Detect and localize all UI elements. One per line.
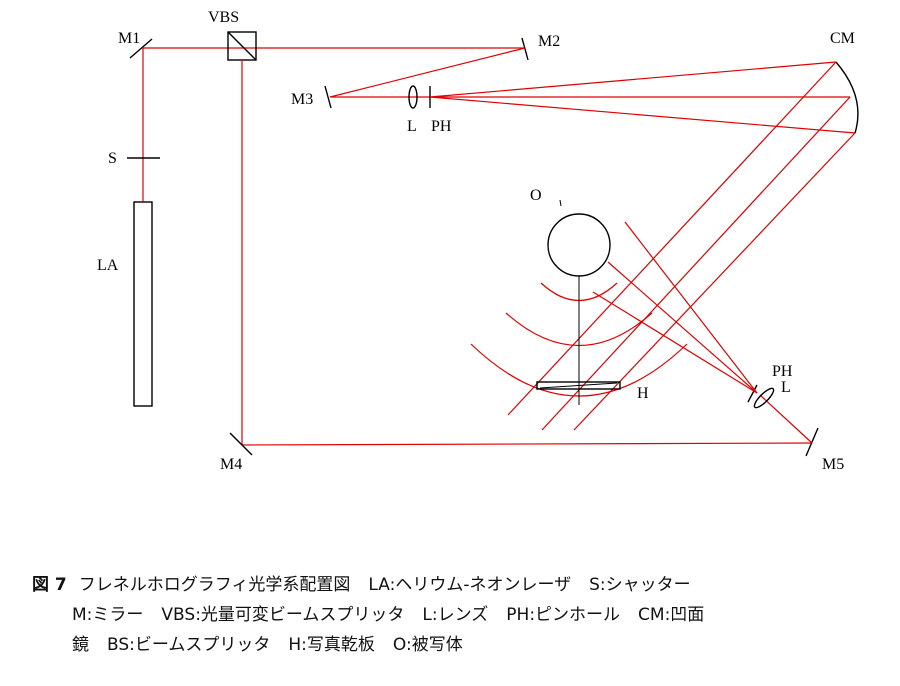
object-mark: [559, 199, 562, 207]
mirror-m4: [229, 432, 253, 456]
beam-m2-to-m3: [329, 47, 526, 98]
laser-tube: [133, 201, 153, 407]
label-l-top: L: [407, 118, 417, 135]
caption-bs: BS:ビームスプリッタ: [107, 635, 271, 655]
mirror-m2: [521, 37, 529, 61]
caption-ph: PH:ピンホール: [506, 605, 621, 625]
caption-h: H:写真乾板: [288, 635, 375, 655]
caption-s: S:シャッター: [589, 575, 691, 595]
figure-caption: 図 7 フレネルホログラフィ光学系配置図 LA:ヘリウム-ネオンレーザ S:シャッター…: [32, 570, 882, 660]
caption-cm: CM:凹面: [638, 605, 705, 625]
hologram-plate-diag: [539, 382, 618, 389]
label-m3: M3: [291, 91, 313, 108]
caption-line-2: M:ミラー VBS:光量可変ビームスプリッタ L:レンズ PH:ピンホール CM:凹面: [32, 600, 882, 630]
vbs-diagonal: [227, 31, 257, 61]
caption-line-3: 鏡 BS:ビームスプリッタ H:写真乾板 O:被写体: [32, 630, 882, 660]
illum-beam-3: [592, 291, 758, 394]
label-vbs: VBS: [208, 9, 239, 26]
lens-top: [408, 85, 418, 109]
caption-l: L:レンズ: [422, 605, 489, 625]
mirror-m3: [324, 85, 332, 109]
caption-cm-cont: 鏡: [72, 635, 89, 655]
beam-m5-to-lens: [759, 394, 813, 444]
object-o: [547, 213, 611, 277]
label-la: LA: [97, 257, 119, 274]
caption-m: M:ミラー: [72, 605, 144, 625]
hologram-plate: [536, 381, 621, 390]
ref-beam-3: [573, 132, 856, 431]
label-m1: M1: [118, 30, 140, 47]
label-ph-right: PH: [772, 363, 793, 380]
label-m4: M4: [220, 456, 242, 473]
label-s: S: [108, 150, 117, 167]
illum-beam-2: [607, 261, 758, 394]
mirror-m1: [129, 38, 153, 59]
label-h: H: [637, 385, 649, 402]
optical-layout-diagram: M1 VBS M2 M3 CM S LA L PH O H PH L M4 M5: [97, 9, 859, 473]
ref-beam-1: [507, 61, 837, 416]
caption-la: LA:ヘリウム-ネオンレーザ: [368, 575, 572, 595]
ref-beam-2: [541, 96, 851, 431]
label-ph-top: PH: [431, 118, 452, 135]
label-o: O: [530, 187, 542, 204]
caption-title: フレネルホログラフィ光学系配置図: [78, 575, 351, 595]
mirror-m5: [805, 427, 819, 457]
concave-mirror: [835, 61, 859, 134]
caption-vbs: VBS:光量可変ビームスプリッタ: [161, 605, 405, 625]
label-m2: M2: [538, 33, 560, 50]
label-cm: CM: [830, 30, 855, 47]
figure-number: 図 7: [32, 575, 67, 595]
label-l-right: L: [781, 379, 791, 396]
beam-m4-to-m5: [241, 442, 813, 446]
label-m5: M5: [822, 456, 844, 473]
illum-beam-1: [624, 221, 758, 394]
caption-line-1: 図 7 フレネルホログラフィ光学系配置図 LA:ヘリウム-ネオンレーザ S:シャッター: [32, 570, 882, 600]
pinhole-right: [747, 384, 758, 403]
lens-right: [753, 387, 775, 409]
beam-ph-to-cm-lower: [429, 96, 856, 134]
beam-ph-to-cm-upper: [429, 61, 837, 98]
caption-o: O:被写体: [392, 635, 463, 655]
